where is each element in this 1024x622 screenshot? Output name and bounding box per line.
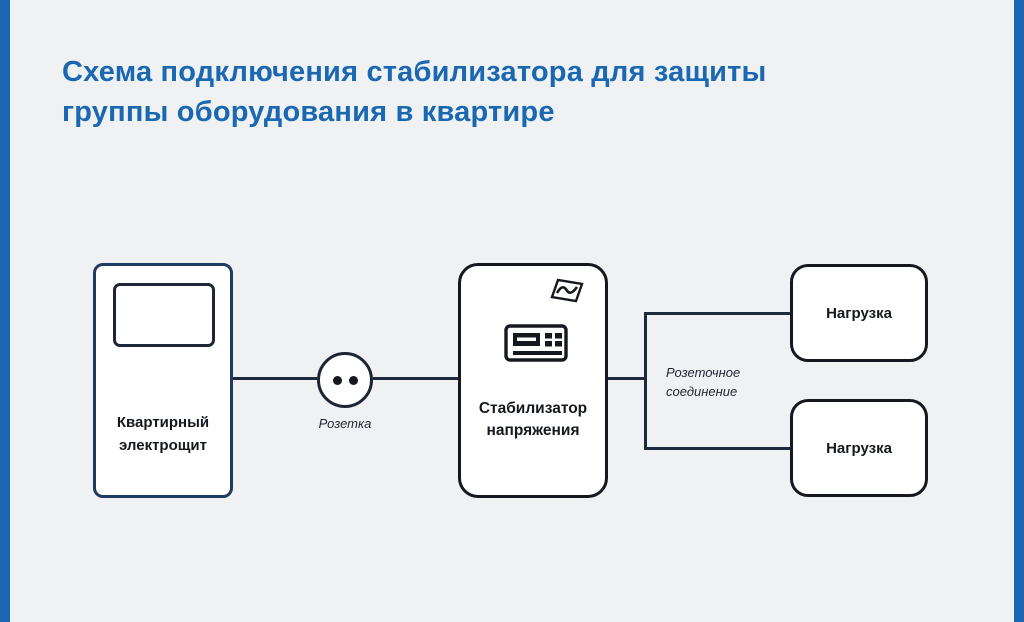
connector-split-to-load-bottom xyxy=(644,447,790,450)
stabilizer-label-line2: напряжения xyxy=(486,422,580,440)
page-title-line1: Схема подключения стабилизатора для защи… xyxy=(62,56,767,88)
connector-panel-to-socket xyxy=(233,377,317,380)
socket-outlet-icon xyxy=(317,352,373,408)
page-title-line2: группы оборудования в квартире xyxy=(62,96,555,129)
socket-connection-note: Розеточное соединение xyxy=(666,364,740,402)
left-edge-stripe xyxy=(0,0,10,622)
breaker-window-icon xyxy=(113,283,215,347)
node-apartment-panel: Квартирный электрощит xyxy=(93,263,233,498)
node-load-top: Нагрузка xyxy=(790,264,928,362)
stabilizer-label: Стабилизатор напряжения xyxy=(461,398,605,443)
connector-split-vertical xyxy=(644,312,647,450)
load-bottom-label: Нагрузка xyxy=(826,439,892,457)
page-title: Схема подключения стабилизатора для защи… xyxy=(62,52,922,132)
right-edge-stripe xyxy=(1014,0,1024,622)
socket-pin-right xyxy=(348,375,358,385)
socket-pin-left xyxy=(332,375,342,385)
socket-connection-note-line2: соединение xyxy=(666,383,738,399)
apartment-panel-label-line1: Квартирный xyxy=(116,414,210,431)
apartment-panel-label: Квартирный электрощит xyxy=(96,412,230,457)
node-load-bottom: Нагрузка xyxy=(790,399,928,497)
load-top-label: Нагрузка xyxy=(826,304,892,322)
connector-socket-to-stabilizer xyxy=(373,377,458,380)
socket-connection-note-line1: Розеточное xyxy=(666,365,741,380)
socket-label: Розетка xyxy=(318,416,372,431)
node-stabilizer: Стабилизатор напряжения xyxy=(458,263,608,498)
wave-logo-icon xyxy=(550,278,584,303)
apartment-panel-label-line2: электрощит xyxy=(119,436,207,454)
stabilizer-label-line1: Стабилизатор xyxy=(478,400,588,417)
connector-split-to-load-top xyxy=(644,312,790,315)
stabilizer-panel-icon xyxy=(504,324,568,362)
connector-stabilizer-to-split xyxy=(608,377,646,380)
